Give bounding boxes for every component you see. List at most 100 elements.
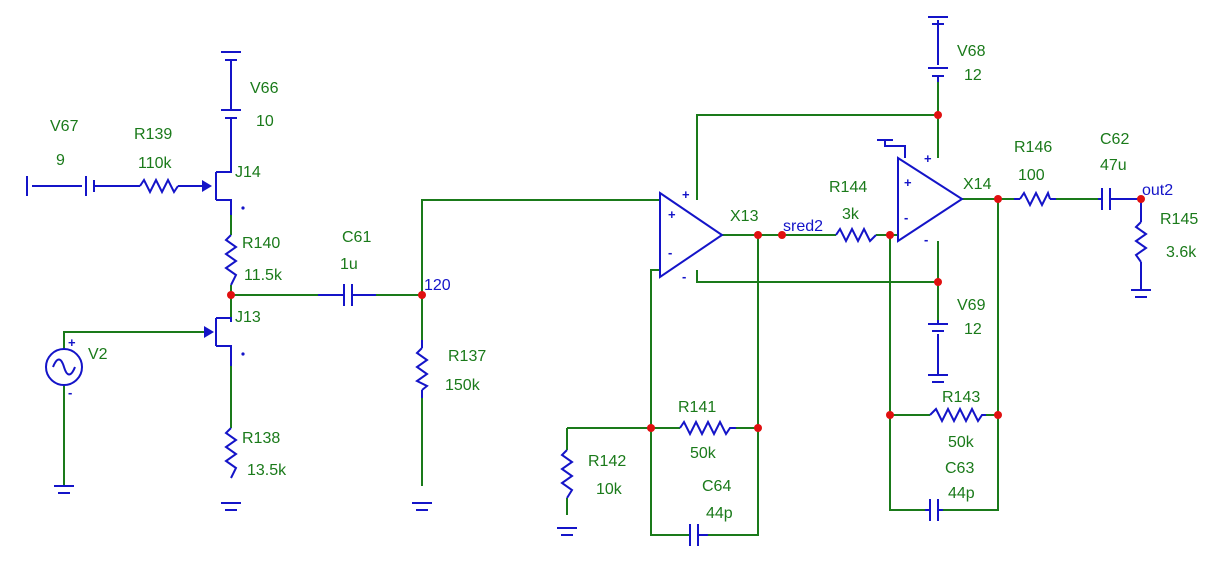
v66-battery xyxy=(221,98,241,119)
x14-opamp: + - + - xyxy=(897,151,964,247)
svg-text:+: + xyxy=(904,175,912,190)
r144-resistor xyxy=(835,226,877,244)
svg-text:+: + xyxy=(668,207,676,222)
value-r141: 50k xyxy=(690,445,717,462)
r140-resistor xyxy=(224,234,238,286)
svg-text:-: - xyxy=(904,210,908,225)
label-r139: R139 xyxy=(134,126,172,143)
net-label-120: 120 xyxy=(424,277,451,294)
label-r137: R137 xyxy=(448,348,486,365)
c63-capacitor xyxy=(925,499,943,521)
value-v66: 10 xyxy=(256,113,274,130)
svg-text:-: - xyxy=(682,269,686,284)
label-j14: J14 xyxy=(235,164,261,181)
net-label-sred2: sred2 xyxy=(783,218,823,235)
svg-text:-: - xyxy=(668,245,672,260)
label-v2: V2 xyxy=(88,346,108,363)
c64-capacitor xyxy=(689,524,708,546)
label-j13: J13 xyxy=(235,309,261,326)
label-x13: X13 xyxy=(730,208,759,225)
label-v69: V69 xyxy=(957,297,986,314)
wires xyxy=(63,82,1098,536)
ground-symbol-v68 xyxy=(928,16,948,25)
wire-c64-right xyxy=(708,428,759,536)
label-r145: R145 xyxy=(1160,211,1198,228)
ground-symbol-r142 xyxy=(557,527,577,536)
net-label-out2: out2 xyxy=(1142,182,1173,199)
junction-nodes xyxy=(227,111,1145,432)
svg-text:-: - xyxy=(924,232,928,247)
wire-x14-minus xyxy=(889,235,925,511)
value-v67: 9 xyxy=(56,152,65,169)
r145-resistor xyxy=(1134,221,1148,263)
label-c63: C63 xyxy=(945,460,974,477)
wire-x13-vplus xyxy=(696,114,938,200)
r139-resistor xyxy=(139,177,179,195)
label-r146: R146 xyxy=(1014,139,1052,156)
wire-c63-right xyxy=(943,415,999,511)
x13-opamp: + - + - xyxy=(659,187,724,284)
svg-text:+: + xyxy=(924,151,932,166)
label-c64: C64 xyxy=(702,478,731,495)
value-c64: 44p xyxy=(706,505,733,522)
value-r140: 11.5k xyxy=(244,267,283,284)
value-r137: 150k xyxy=(445,377,481,394)
label-c62: C62 xyxy=(1100,131,1129,148)
v67-battery xyxy=(85,176,95,196)
svg-text:+: + xyxy=(682,187,690,202)
v69-battery xyxy=(928,323,948,332)
component-labels: V67 9 R139 110k V66 10 J14 R140 11.5k J1… xyxy=(50,43,1198,522)
value-r139: 110k xyxy=(138,155,173,172)
r143-resistor xyxy=(929,406,986,424)
value-v68: 12 xyxy=(964,67,982,84)
ground-symbol-r145 xyxy=(1131,289,1151,298)
j14-jfet xyxy=(202,165,245,215)
value-c61: 1u xyxy=(340,256,358,273)
label-r141: R141 xyxy=(678,399,716,416)
label-c61: C61 xyxy=(342,229,371,246)
value-r145: 3.6k xyxy=(1166,244,1197,261)
x14-gnd-stub xyxy=(884,140,906,158)
value-c62: 47u xyxy=(1100,157,1127,174)
c61-capacitor xyxy=(343,284,353,306)
value-r143: 50k xyxy=(948,434,975,451)
label-v68: V68 xyxy=(957,43,986,60)
svg-text:+: + xyxy=(68,335,76,350)
wire-c64-left xyxy=(650,428,690,536)
label-r138: R138 xyxy=(242,430,280,447)
v2-ac-source: + - xyxy=(45,335,83,400)
value-r146: 100 xyxy=(1018,167,1045,184)
label-r142: R142 xyxy=(588,453,626,470)
wire-x13-vminus xyxy=(696,270,938,283)
value-r144: 3k xyxy=(842,206,860,223)
value-v69: 12 xyxy=(964,321,982,338)
label-v66: V66 xyxy=(250,80,279,97)
wire-x13-minus xyxy=(650,269,660,428)
svg-text:-: - xyxy=(68,385,72,400)
r141-resistor xyxy=(679,419,736,437)
ground-symbol-v66 xyxy=(221,51,241,61)
r146-resistor xyxy=(1019,190,1051,208)
ground-symbol-r137 xyxy=(412,502,432,511)
wire-v2-j13gate xyxy=(63,331,210,349)
value-r142: 10k xyxy=(596,481,623,498)
r137-resistor xyxy=(415,347,429,391)
v68-battery xyxy=(928,67,948,77)
label-r144: R144 xyxy=(829,179,867,196)
ground-symbol-r138 xyxy=(221,502,241,511)
ground-symbol-v69 xyxy=(928,374,948,383)
ground-symbol-v2 xyxy=(54,485,74,494)
label-v67: V67 xyxy=(50,118,79,135)
r142-resistor xyxy=(560,449,574,499)
value-r138: 13.5k xyxy=(247,462,287,479)
label-x14: X14 xyxy=(963,176,992,193)
r138-resistor xyxy=(224,427,238,479)
label-r140: R140 xyxy=(242,235,280,252)
wire-120-x13-plus xyxy=(421,199,660,295)
label-r143: R143 xyxy=(942,389,980,406)
c62-capacitor xyxy=(1101,188,1111,210)
grounds xyxy=(26,16,1151,536)
j13-jfet xyxy=(204,317,245,366)
value-c63: 44p xyxy=(948,485,975,502)
